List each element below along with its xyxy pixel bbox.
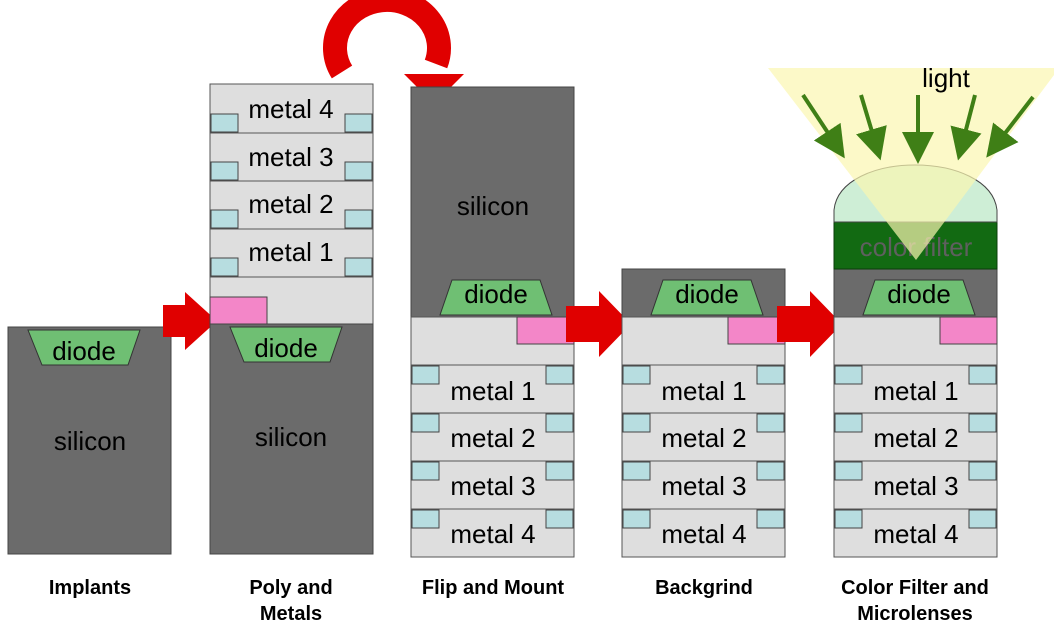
via	[756, 509, 785, 529]
via	[210, 209, 239, 229]
light-cone	[768, 68, 1054, 260]
via	[344, 113, 373, 133]
metal-4-label: metal 4	[661, 519, 746, 549]
metal-2-label: metal 2	[248, 189, 333, 219]
diode-label: diode	[464, 279, 528, 309]
via	[344, 209, 373, 229]
process-arrow	[163, 292, 217, 350]
diode-label: diode	[254, 333, 318, 363]
diode	[229, 326, 343, 363]
step-caption-backgrind: Backgrind	[655, 577, 753, 599]
process-arrow	[777, 291, 842, 357]
metal-1-label: metal 1	[661, 376, 746, 406]
step-color-filter-and-microlenses: diode metal 1 metal 2 metal 3 metal 4 co…	[768, 63, 1054, 558]
step-poly-and-metals: metal 4 metal 3 metal 2 metal 1 diode si…	[209, 83, 374, 555]
via	[622, 413, 651, 433]
metal-3-label: metal 3	[450, 471, 535, 501]
via	[834, 365, 863, 385]
step-caption-implants: Implants	[48, 577, 132, 599]
step-caption-flip-and-mount: Flip and Mount	[421, 577, 565, 599]
process-arrow	[566, 291, 631, 357]
silicon-block	[410, 86, 575, 318]
metal-1-label: metal 1	[248, 237, 333, 267]
via	[210, 257, 239, 277]
step-caption-color-filter: Color Filter and Microlenses	[841, 577, 989, 625]
silicon-label: silicon	[54, 426, 126, 456]
step-flip-and-mount: silicon diode metal 1 metal 2 metal 3 me…	[410, 86, 575, 558]
light-label: light	[922, 63, 970, 93]
light-arrow	[801, 93, 845, 159]
diode	[27, 329, 141, 366]
metal-4-label: metal 4	[450, 519, 535, 549]
via	[622, 461, 651, 481]
via	[210, 161, 239, 181]
via	[411, 413, 440, 433]
via	[545, 461, 574, 481]
via	[411, 461, 440, 481]
via	[545, 365, 574, 385]
via	[622, 509, 651, 529]
via	[622, 365, 651, 385]
via	[834, 461, 863, 481]
via	[968, 413, 997, 433]
contact	[727, 316, 786, 345]
light-arrow	[856, 94, 887, 161]
metal-1-label: metal 1	[873, 376, 958, 406]
step-implants: diode silicon	[7, 326, 172, 555]
via	[344, 257, 373, 277]
metal-4-label: metal 4	[248, 94, 333, 124]
via	[968, 461, 997, 481]
via	[344, 161, 373, 181]
metal-3-label: metal 3	[248, 142, 333, 172]
silicon-label: silicon	[457, 191, 529, 221]
diode-label: diode	[52, 336, 116, 366]
via	[968, 509, 997, 529]
via	[756, 413, 785, 433]
via	[968, 365, 997, 385]
metal-3-label: metal 3	[661, 471, 746, 501]
via	[411, 509, 440, 529]
contact	[516, 316, 575, 345]
metal-2-label: metal 2	[450, 423, 535, 453]
via	[545, 413, 574, 433]
metal-2-label: metal 2	[873, 423, 958, 453]
metal-1-label: metal 1	[450, 376, 535, 406]
via	[834, 509, 863, 529]
via	[210, 113, 239, 133]
step-caption-poly-and-metals: Poly and Metals	[249, 577, 333, 625]
diode-label: diode	[887, 279, 951, 309]
light-arrow	[950, 94, 982, 161]
via	[756, 365, 785, 385]
diode	[862, 279, 976, 316]
metal-4-label: metal 4	[873, 519, 958, 549]
metal-2-label: metal 2	[661, 423, 746, 453]
silicon-label: silicon	[255, 422, 327, 452]
contact	[939, 316, 998, 345]
light-arrow	[986, 95, 1035, 158]
via	[834, 413, 863, 433]
step-backgrind: diode metal 1 metal 2 metal 3 metal 4	[621, 268, 786, 558]
diode	[439, 279, 553, 316]
via	[545, 509, 574, 529]
contact	[209, 296, 268, 325]
metal-3-label: metal 3	[873, 471, 958, 501]
via	[411, 365, 440, 385]
diode	[650, 279, 764, 316]
via	[756, 461, 785, 481]
diode-label: diode	[675, 279, 739, 309]
